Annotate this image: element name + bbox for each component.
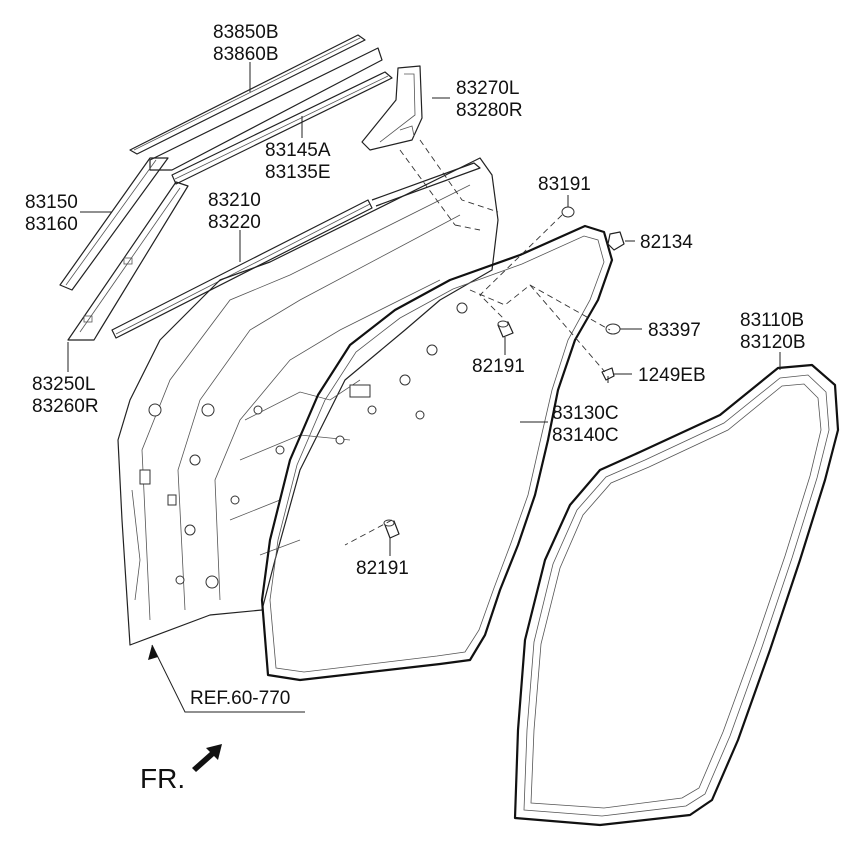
leader-lines bbox=[67, 62, 781, 713]
pillar-trim-83150 bbox=[59, 157, 169, 291]
label-83160: 83160 bbox=[25, 214, 78, 235]
label-83110B: 83110B bbox=[740, 310, 804, 331]
door-weatherstrip-83130C bbox=[260, 224, 614, 682]
plug-83397 bbox=[605, 323, 621, 335]
label-83120B: 83120B bbox=[740, 332, 806, 353]
label-83150: 83150 bbox=[25, 192, 78, 213]
part-labels: 83850B 83860B 83270L 83280R 83145A 83135… bbox=[25, 22, 806, 794]
label-83130C: 83130C bbox=[552, 403, 619, 424]
label-83397: 83397 bbox=[648, 320, 701, 341]
bumper-82191-lower bbox=[383, 519, 400, 539]
screw-1249EB bbox=[601, 367, 615, 383]
pillar-trim-83250L bbox=[67, 181, 189, 341]
label-83191: 83191 bbox=[538, 174, 591, 195]
label-83280R: 83280R bbox=[456, 100, 523, 121]
label-83850B: 83850B bbox=[213, 22, 279, 43]
label-83140C: 83140C bbox=[552, 425, 619, 446]
reference-lines bbox=[344, 139, 611, 546]
label-83250L: 83250L bbox=[32, 374, 95, 395]
label-82134: 82134 bbox=[640, 232, 693, 253]
label-82191-upper: 82191 bbox=[472, 356, 525, 377]
plug-83191 bbox=[561, 206, 575, 218]
bumper-82134 bbox=[607, 231, 625, 251]
label-83260R: 83260R bbox=[32, 396, 99, 417]
label-83270L: 83270L bbox=[456, 78, 519, 99]
label-83220: 83220 bbox=[208, 212, 261, 233]
label-82191-lower: 82191 bbox=[356, 558, 409, 579]
front-label: FR. bbox=[140, 763, 185, 794]
label-1249EB: 1249EB bbox=[638, 365, 706, 386]
reference-label: REF.60-770 bbox=[190, 688, 290, 709]
belt-weatherstrip-83210 bbox=[111, 162, 481, 339]
bumper-82191-upper bbox=[497, 320, 514, 338]
delta-garnish-83270L bbox=[361, 65, 423, 151]
body-weatherstrip-83110B bbox=[513, 363, 840, 827]
label-83860B: 83860B bbox=[213, 44, 279, 65]
moulding-83850B bbox=[129, 34, 366, 155]
label-83210: 83210 bbox=[208, 190, 261, 211]
label-83135E: 83135E bbox=[265, 162, 331, 183]
label-83145A: 83145A bbox=[265, 140, 331, 161]
front-direction-arrow-icon bbox=[192, 744, 222, 772]
